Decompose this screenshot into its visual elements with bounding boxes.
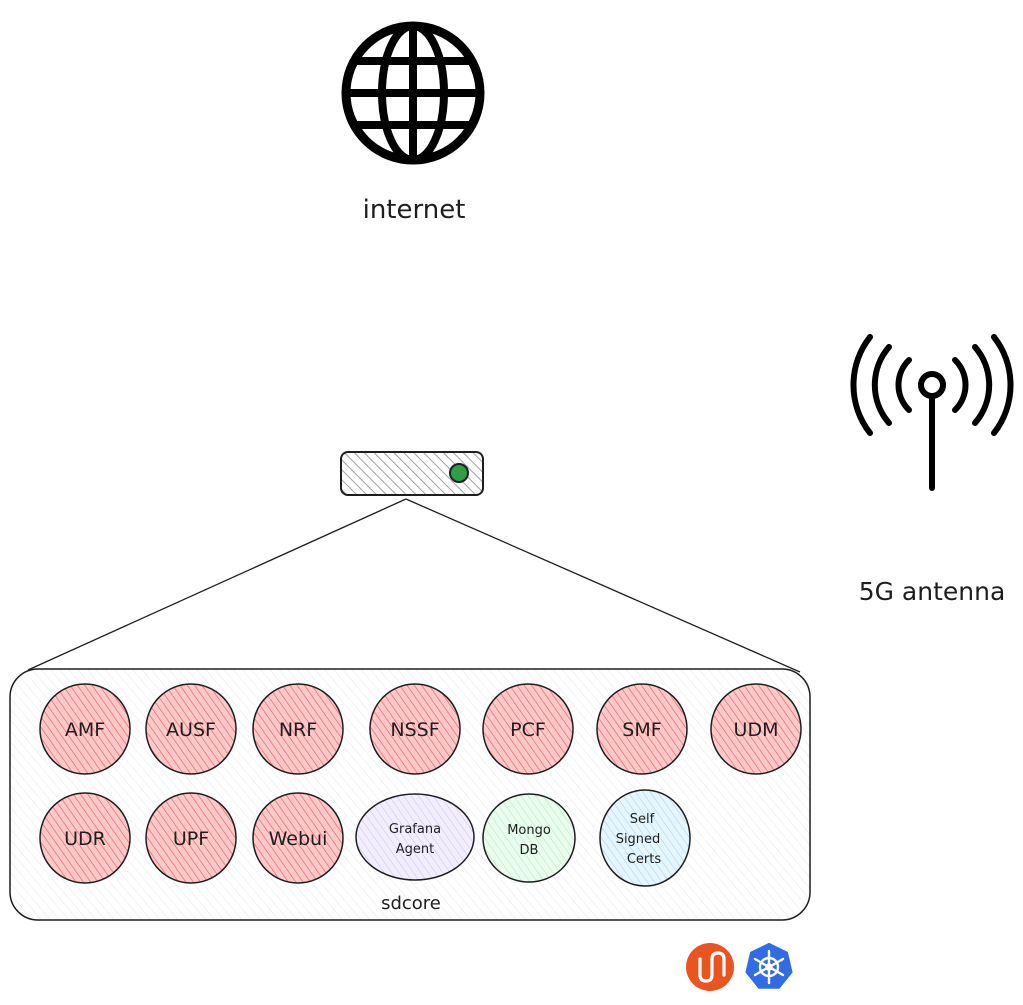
grafana-agent-line-2: Agent <box>396 842 434 857</box>
zoom-line-left <box>27 498 407 671</box>
network-functions-row-2: UDR UPF Webui <box>39 792 344 884</box>
nf-circle <box>145 792 237 884</box>
grafana-agent-node[interactable]: Grafana Agent <box>355 793 475 881</box>
nf-circle <box>252 792 344 884</box>
nf-circle <box>39 792 131 884</box>
nf-node-ausf[interactable]: AUSF <box>145 683 237 775</box>
nf-node-nssf[interactable]: NSSF <box>369 683 461 775</box>
certs-line-3: Certs <box>627 852 662 867</box>
antenna-label: 5G antenna <box>859 577 1006 606</box>
router-icon[interactable] <box>340 451 484 496</box>
nf-circle <box>369 683 461 775</box>
nf-label: NRF <box>279 719 317 741</box>
nf-circle <box>710 683 802 775</box>
nf-circle <box>482 683 574 775</box>
nf-circle <box>596 683 688 775</box>
kubernetes-logo-icon <box>743 941 795 991</box>
grafana-agent-line-1: Grafana <box>389 822 441 837</box>
nf-circle <box>145 683 237 775</box>
nf-label: UDR <box>64 828 106 850</box>
nf-label: AUSF <box>166 719 216 741</box>
nf-node-udm[interactable]: UDM <box>710 683 802 775</box>
nf-label: NSSF <box>390 719 439 741</box>
nf-node-smf[interactable]: SMF <box>596 683 688 775</box>
internet-label: internet <box>363 195 466 225</box>
nf-node-upf[interactable]: UPF <box>145 792 237 884</box>
nf-circle <box>252 683 344 775</box>
nf-node-nrf[interactable]: NRF <box>252 683 344 775</box>
nf-circle <box>39 683 131 775</box>
network-functions-row-1: AMF AUSF NRF NSSF PCF SMF UDM <box>39 683 802 775</box>
nf-label: AMF <box>65 719 105 741</box>
certs-line-1: Self <box>630 812 655 827</box>
nf-label: UPF <box>173 828 209 850</box>
nf-node-pcf[interactable]: PCF <box>482 683 574 775</box>
nf-node-amf[interactable]: AMF <box>39 683 131 775</box>
antenna-icon <box>850 334 1014 491</box>
ubuntu-logo-icon <box>686 943 734 991</box>
nf-label: UDM <box>734 719 779 741</box>
nf-label: SMF <box>622 719 661 741</box>
nf-node-udr[interactable]: UDR <box>39 792 131 884</box>
sdcore-label: sdcore <box>381 893 441 914</box>
mongo-db-line-1: Mongo <box>507 823 551 838</box>
nf-label: PCF <box>510 719 546 741</box>
mongo-db-node[interactable]: Mongo DB <box>482 793 576 883</box>
self-signed-certs-node[interactable]: Self Signed Certs <box>599 789 691 887</box>
nf-label: Webui <box>269 828 328 850</box>
globe-icon <box>341 21 485 165</box>
mongo-db-line-2: DB <box>520 843 539 858</box>
nf-node-webui[interactable]: Webui <box>252 792 344 884</box>
zoom-line-right <box>405 498 801 673</box>
certs-line-2: Signed <box>616 832 661 847</box>
